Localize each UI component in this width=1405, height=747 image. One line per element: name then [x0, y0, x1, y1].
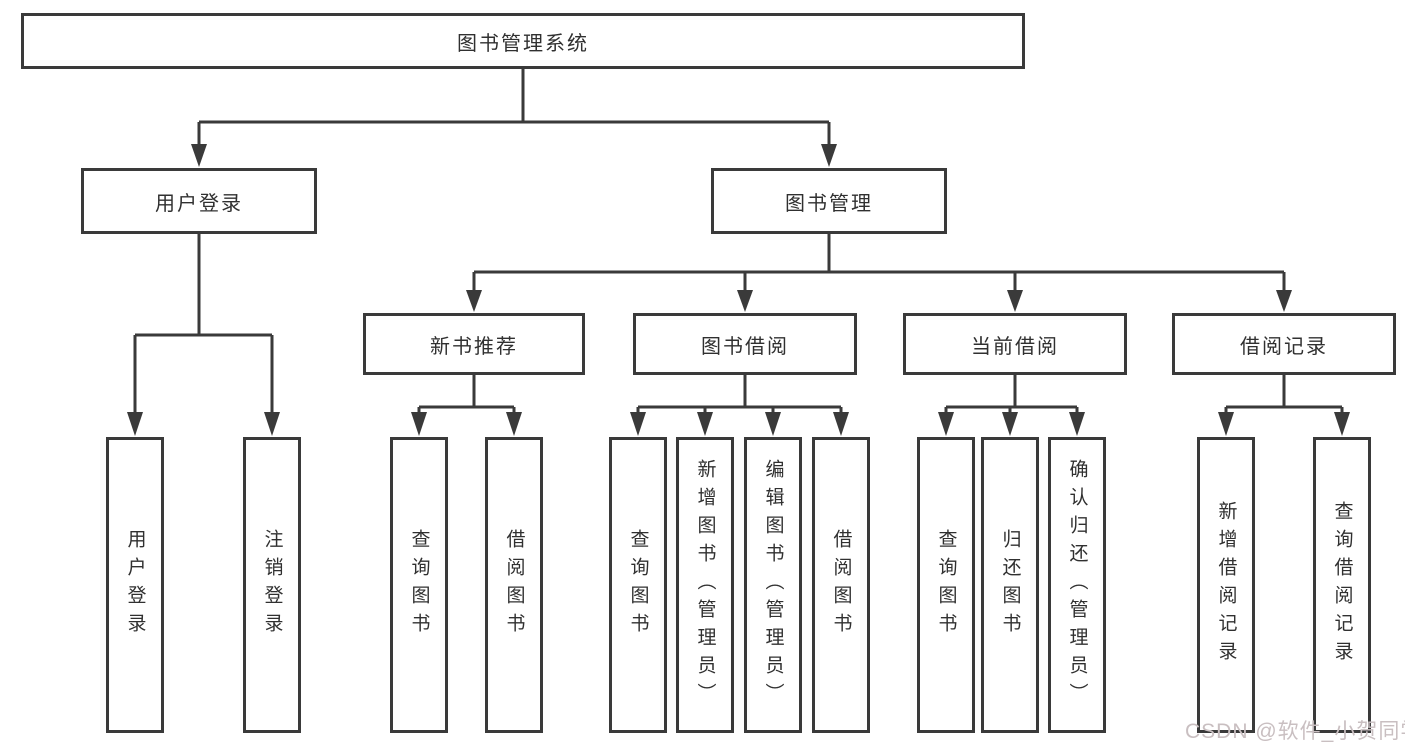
leaf-user-login: 用户登录: [106, 437, 164, 733]
node-book-management: 图书管理: [711, 168, 947, 234]
leaf-add-book-admin-label: 新增图书（管理员）: [694, 459, 716, 711]
node-borrow-records: 借阅记录: [1172, 313, 1396, 375]
leaf-add-book-admin: 新增图书（管理员）: [676, 437, 734, 733]
leaf-add-borrow-record: 新增借阅记录: [1197, 437, 1255, 733]
leaf-confirm-return-admin-label: 确认归还（管理员）: [1066, 459, 1088, 711]
leaf-logout-label: 注销登录: [261, 529, 283, 641]
leaf-borrow-books-2-label: 借阅图书: [830, 529, 852, 641]
leaf-query-borrow-record: 查询借阅记录: [1313, 437, 1371, 733]
leaf-borrow-books-2: 借阅图书: [812, 437, 870, 733]
leaf-query-borrow-record-label: 查询借阅记录: [1331, 501, 1353, 669]
leaf-borrow-books-1: 借阅图书: [485, 437, 543, 733]
node-root: 图书管理系统: [21, 13, 1025, 69]
leaf-query-books-2-label: 查询图书: [627, 529, 649, 641]
leaf-query-books-3-label: 查询图书: [935, 529, 957, 641]
leaf-add-borrow-record-label: 新增借阅记录: [1215, 501, 1237, 669]
node-user-login: 用户登录: [81, 168, 317, 234]
node-book-borrow: 图书借阅: [633, 313, 857, 375]
leaf-borrow-books-1-label: 借阅图书: [503, 529, 525, 641]
leaf-return-book: 归还图书: [981, 437, 1039, 733]
node-new-book-recommend: 新书推荐: [363, 313, 585, 375]
arrowheads: [127, 144, 1350, 436]
leaf-return-book-label: 归还图书: [999, 529, 1021, 641]
leaf-query-books-3: 查询图书: [917, 437, 975, 733]
leaf-query-books-1-label: 查询图书: [408, 529, 430, 641]
leaf-query-books-2: 查询图书: [609, 437, 667, 733]
leaf-user-login-label: 用户登录: [124, 529, 146, 641]
leaf-query-books-1: 查询图书: [390, 437, 448, 733]
leaf-logout: 注销登录: [243, 437, 301, 733]
node-current-borrow: 当前借阅: [903, 313, 1127, 375]
leaf-edit-book-admin: 编辑图书（管理员）: [744, 437, 802, 733]
watermark: CSDN @软件_小贺同学: [1185, 720, 1405, 743]
leaf-confirm-return-admin: 确认归还（管理员）: [1048, 437, 1106, 733]
leaf-edit-book-admin-label: 编辑图书（管理员）: [762, 459, 784, 711]
